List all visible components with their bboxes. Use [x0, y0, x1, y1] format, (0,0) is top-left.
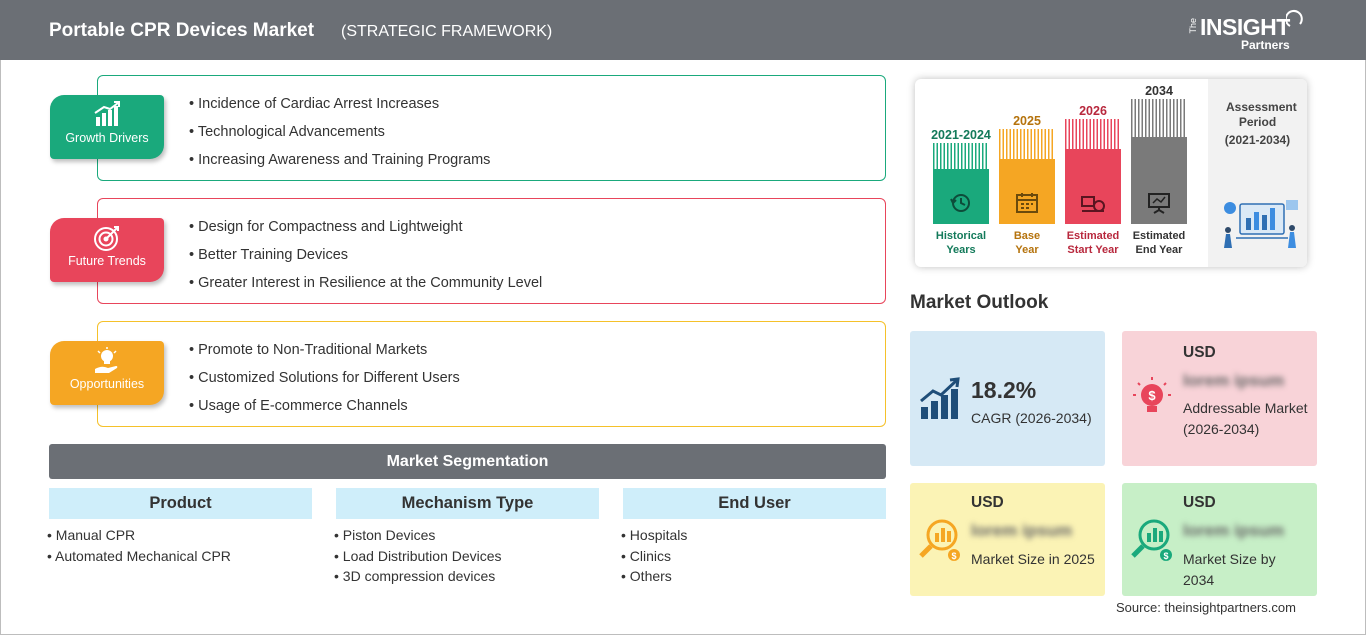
logo-partners: Partners [1241, 38, 1290, 52]
list-item: Increasing Awareness and Training Progra… [189, 150, 490, 178]
list-item: Incidence of Cardiac Arrest Increases [189, 94, 490, 122]
segment-end-user-list: Hospitals Clinics Others [621, 526, 688, 588]
growth-drivers-label: Growth Drivers [65, 131, 149, 145]
opportunities-tag: Opportunities [50, 341, 164, 405]
list-item: Load Distribution Devices [334, 547, 502, 568]
market-segmentation-title: Market Segmentation [49, 444, 886, 479]
timeline-bar-base: 2025 Base Year [999, 79, 1055, 267]
list-item: Usage of E-commerce Channels [189, 396, 460, 424]
addressable-label: Addressable Market (2026-2034) [1183, 400, 1308, 437]
growth-drivers-list: Incidence of Cardiac Arrest Increases Te… [189, 94, 491, 178]
idea-dollar-icon: $ [1133, 377, 1171, 412]
timeline-caption: Start Year [1067, 244, 1119, 256]
growth-drivers-tag: Growth Drivers [50, 95, 164, 159]
market-size-2034-card: USD lorem ipsum $ Market Size by 2034 [1122, 483, 1317, 596]
idea-hand-icon [95, 347, 118, 373]
segment-product-heading: Product [49, 488, 312, 519]
size-2034-usd: USD [1183, 494, 1216, 511]
svg-text:$: $ [1148, 388, 1156, 403]
list-item: Promote to Non-Traditional Markets [189, 340, 460, 368]
size-2025-label: Market Size in 2025 [971, 551, 1095, 567]
segment-end-user-heading: End User [623, 488, 886, 519]
cagr-card: 18.2% CAGR (2026-2034) [910, 331, 1105, 466]
svg-text:$: $ [951, 551, 956, 561]
size-2034-label: Market Size by 2034 [1183, 551, 1276, 588]
calendar-icon [1016, 193, 1038, 213]
magnifier-chart-icon: $ [919, 519, 960, 561]
history-icon [950, 194, 970, 212]
timeline-bar-start: 2026 Estimated Start Year [1065, 79, 1121, 267]
opportunities-list: Promote to Non-Traditional Markets Custo… [189, 340, 460, 424]
assessment-period: (2021-2034) [1224, 133, 1291, 147]
list-item: Better Training Devices [189, 245, 542, 273]
addressable-value: lorem ipsum [1183, 371, 1285, 390]
segment-mechanism-list: Piston Devices Load Distribution Devices… [334, 526, 502, 588]
svg-text:$: $ [1163, 551, 1168, 561]
opportunities-label: Opportunities [69, 377, 145, 391]
page-title: Portable CPR Devices Market [49, 20, 315, 41]
header-bar: Portable CPR Devices Market (STRATEGIC F… [0, 0, 1366, 60]
list-item: Hospitals [621, 526, 688, 547]
list-item: Design for Compactness and Lightweight [189, 217, 542, 245]
launch-icon [1081, 196, 1105, 212]
timeline-year: 2034 [1145, 84, 1173, 98]
timeline-year: 2025 [1013, 114, 1041, 128]
timeline-bar-historical: 2021-2024 Historical Years [931, 79, 991, 267]
size-2025-value: lorem ipsum [971, 521, 1073, 540]
source-note: Source: theinsightpartners.com [1116, 600, 1296, 615]
page-subtitle: (STRATEGIC FRAMEWORK) [341, 23, 553, 40]
size-2034-value: lorem ipsum [1183, 521, 1285, 540]
list-item: Clinics [621, 547, 687, 568]
timeline-caption: Base [1013, 230, 1041, 242]
timeline-caption: Year [1015, 244, 1039, 256]
list-item: Automated Mechanical CPR [47, 547, 231, 568]
opportunities-box: Promote to Non-Traditional Markets Custo… [97, 321, 886, 427]
addressable-usd: USD [1183, 344, 1216, 361]
presentation-icon [1148, 193, 1170, 214]
logo-the: The [1188, 18, 1198, 34]
market-outlook-title: Market Outlook [910, 292, 1049, 313]
analytics-people-icon [1224, 200, 1298, 248]
target-icon [94, 226, 119, 251]
timeline-caption: Historical [935, 230, 987, 242]
assessment-timeline-card: 2021-2024 Historical Years 2025 Base Yea… [915, 79, 1307, 267]
logo-insight: INSIGHT [1200, 14, 1290, 40]
list-item: Piston Devices [334, 526, 502, 547]
future-trends-box: Design for Compactness and Lightweight B… [97, 198, 886, 304]
insight-partners-logo: The INSIGHT Partners [1188, 8, 1308, 54]
addressable-market-card: USD lorem ipsum $ Addressable Market (20… [1122, 331, 1317, 466]
timeline-year: 2021-2024 [931, 128, 991, 142]
future-trends-list: Design for Compactness and Lightweight B… [189, 217, 542, 301]
timeline-year: 2026 [1079, 104, 1107, 118]
timeline-caption: Estimated [1066, 230, 1120, 242]
cagr-value: 18.2% [971, 377, 1037, 403]
logo-arc-icon [1286, 9, 1303, 27]
assessment-label: Assessment Period [1226, 100, 1297, 129]
timeline-caption: Estimated [1132, 230, 1186, 242]
assessment-period-panel: Assessment Period (2021-2034) [1208, 79, 1307, 267]
timeline-caption: End Year [1135, 244, 1183, 256]
future-trends-tag: Future Trends [50, 218, 164, 282]
list-item: 3D compression devices [334, 567, 502, 588]
future-trends-label: Future Trends [68, 254, 146, 268]
list-item: Customized Solutions for Different Users [189, 368, 460, 396]
segment-mechanism-heading: Mechanism Type [336, 488, 599, 519]
size-2025-usd: USD [971, 494, 1004, 511]
list-item: Others [621, 567, 687, 588]
list-item: Greater Interest in Resilience at the Co… [189, 273, 542, 301]
timeline-caption: Years [946, 244, 976, 256]
market-size-2025-card: USD lorem ipsum $ Market Size in 2025 [910, 483, 1105, 596]
segment-product-list: Manual CPR Automated Mechanical CPR [47, 526, 231, 567]
growth-chart-icon [94, 101, 120, 126]
magnifier-chart-icon: $ [1131, 519, 1172, 561]
growth-drivers-box: Incidence of Cardiac Arrest Increases Te… [97, 75, 886, 181]
list-item: Manual CPR [47, 526, 231, 547]
cagr-label: CAGR (2026-2034) [971, 410, 1092, 426]
growth-bars-icon [920, 377, 960, 419]
timeline-bar-end: 2034 Estimated End Year [1131, 79, 1187, 267]
list-item: Technological Advancements [189, 122, 490, 150]
